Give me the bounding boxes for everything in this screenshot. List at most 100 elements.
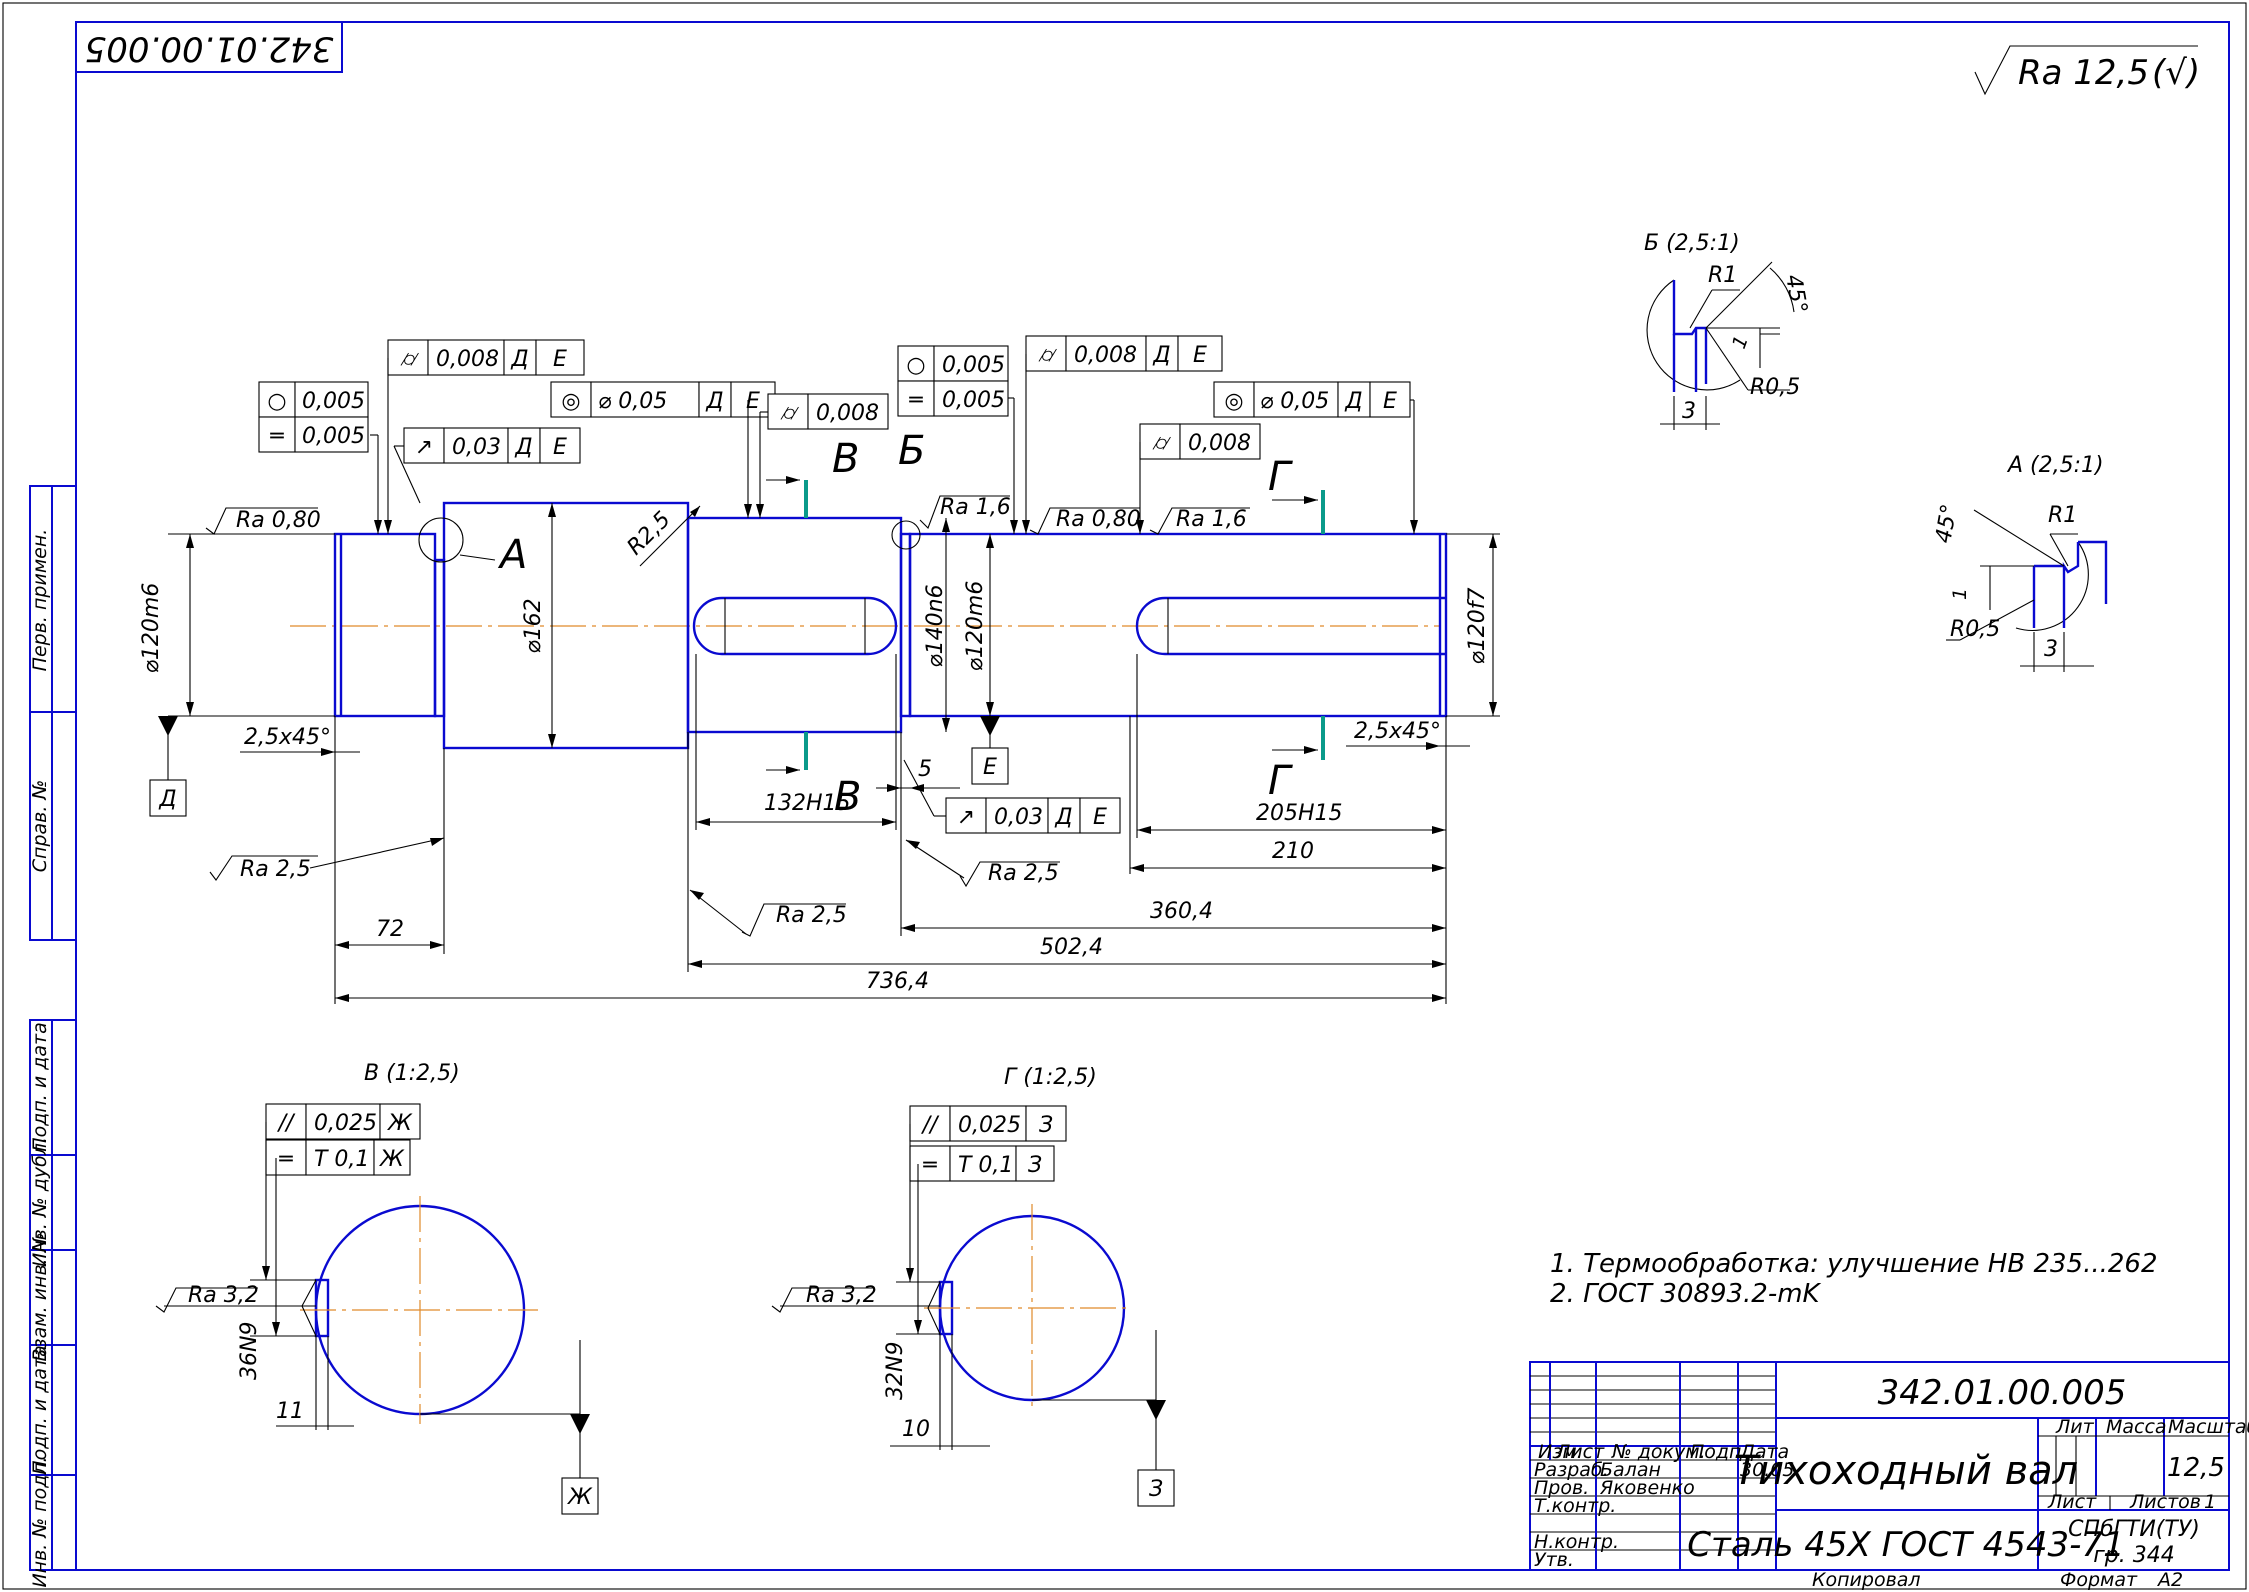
tol-t5-sym: ↗ xyxy=(415,435,433,460)
tol-t9-val: 0,008 xyxy=(1074,343,1137,368)
tol-t13-sym: // xyxy=(277,1111,296,1136)
dim-len-5024: 502,4 xyxy=(1040,935,1103,960)
side-label-inv-podl: Инв. № подл. xyxy=(29,1456,51,1587)
view-g-key: 32N9 xyxy=(883,1342,908,1400)
view-b-dim-1: 1 xyxy=(1728,333,1753,352)
section-view-g: Г (1:2,5) // 0,025 З ═ Т 0,1 З Ra 3,2 32… xyxy=(771,1065,1175,1507)
mirror-designation-text: 342.01.00.005 xyxy=(85,29,334,69)
tol-t16-val: Т 0,1 xyxy=(958,1153,1013,1178)
tol-t6-sym: ⌭ xyxy=(780,401,799,426)
tb-scale-label: Масштаб xyxy=(2168,1416,2249,1438)
roughness-r7: Ra 2,5 xyxy=(776,903,847,928)
section-v-label-top: В xyxy=(832,436,859,482)
detail-b-label: Б xyxy=(898,428,925,474)
datum-e: Е xyxy=(983,755,997,780)
dim-len-72: 72 xyxy=(376,917,404,942)
tol-t12-sym: ↗ xyxy=(957,805,975,830)
side-label-vzam: Взам. инв. № xyxy=(29,1232,51,1361)
tol-t5-ref1: Д xyxy=(514,435,532,460)
tb-razrab: Разраб. xyxy=(1534,1459,1609,1481)
title-block: Изм. Лист № докум. Подп. Дата Разраб. Пр… xyxy=(1529,1361,2249,1571)
tol-t11-sym: ⌭ xyxy=(1152,431,1171,456)
tol-t9-ref2: Е xyxy=(1193,343,1207,368)
tol-t5-ref2: Е xyxy=(553,435,567,460)
view-a-title: А (2,5:1) xyxy=(2006,453,2104,478)
section-view-v: В (1:2,5) // 0,025 Ж ═ Т 0,1 Ж Ra 3,2 36… xyxy=(155,1061,599,1515)
tol-t2-val: 0,005 xyxy=(302,424,365,449)
tb-prov-name: Яковенко xyxy=(1599,1477,1695,1499)
dim-chamfer-right: 2,5x45° xyxy=(1354,719,1441,744)
mirrored-designation: 342.01.00.005 xyxy=(85,29,334,69)
datums: Д Е xyxy=(149,716,1009,817)
tol-t3-ref1: Д xyxy=(510,347,528,372)
view-b-r1: R1 xyxy=(1708,263,1737,288)
dim-d-right: ⌀120f7 xyxy=(1465,588,1490,665)
side-label-inv-dubl: Инв. № дубл. xyxy=(29,1137,51,1267)
tol-t4-val: ⌀ 0,05 xyxy=(598,389,667,414)
tb-utv: Утв. xyxy=(1534,1549,1574,1571)
tb-razrab-date: 30.05 xyxy=(1740,1459,1794,1481)
technical-notes: 1. Термообработка: улучшение НВ 235...26… xyxy=(1550,1249,2158,1309)
tol-t13-ref: Ж xyxy=(386,1111,413,1136)
tb-group: гр. 344 xyxy=(2093,1543,2175,1568)
section-g-label-top: Г xyxy=(1268,454,1293,500)
tol-t1-sym: ○ xyxy=(267,389,286,414)
dim-d-collar: ⌀162 xyxy=(521,598,546,653)
format-label: Формат xyxy=(2060,1569,2138,1591)
tol-t10-sym: ◎ xyxy=(1224,389,1243,414)
tol-t5-val: 0,03 xyxy=(452,435,501,460)
tol-t3-val: 0,008 xyxy=(436,347,499,372)
format-value: A2 xyxy=(2156,1569,2183,1591)
dim-len-5: 5 xyxy=(918,757,932,782)
tol-t12-ref2: Е xyxy=(1093,805,1107,830)
general-roughness-suffix: (√) xyxy=(2152,53,2200,93)
tol-t2-sym: ═ xyxy=(269,424,284,449)
tol-t15-sym: // xyxy=(921,1113,940,1138)
roughness-symbols: Ra 0,80 Ra 2,5 Ra 1,6 Ra 0,80 Ra 1,6 Ra … xyxy=(205,495,1250,937)
dim-keyway-1: 132H15 xyxy=(764,791,851,816)
detail-view-a: А (2,5:1) 3 R1 R0,5 45° 1 xyxy=(1931,453,2108,672)
view-a-dim-3: 3 xyxy=(2044,637,2058,662)
tb-sheets: 1 xyxy=(2204,1491,2216,1513)
tol-t14-val: Т 0,1 xyxy=(314,1147,369,1172)
roughness-r1: Ra 0,80 xyxy=(236,508,321,533)
datum-z: З xyxy=(1149,1477,1163,1502)
tol-t15-ref: З xyxy=(1039,1113,1053,1138)
note-1: 1. Термообработка: улучшение НВ 235...26… xyxy=(1550,1249,2158,1279)
tol-t4-sym: ◎ xyxy=(561,389,580,414)
section-v-label-bottom: В xyxy=(834,774,861,820)
tb-lit-label: Лит xyxy=(2055,1416,2095,1438)
note-2: 2. ГОСТ 30893.2-mK xyxy=(1550,1279,1822,1309)
roughness-r6: Ra 2,5 xyxy=(988,861,1059,886)
view-v-key: 36N9 xyxy=(237,1322,262,1380)
view-v-title: В (1:2,5) xyxy=(364,1061,460,1086)
tol-t12-val: 0,03 xyxy=(994,805,1043,830)
view-b-title: Б (2,5:1) xyxy=(1644,231,1740,256)
tol-t11-val: 0,008 xyxy=(1188,431,1251,456)
general-roughness: Ra 12,5 (√) xyxy=(1974,45,2200,96)
tb-col-doc: № докум. xyxy=(1611,1441,1706,1463)
tb-scale: 12,5 xyxy=(2167,1453,2225,1483)
side-label-podp2: Подп. и дата xyxy=(29,1345,51,1474)
dim-chamfer-left: 2,5x45° xyxy=(244,725,331,750)
tb-material: Сталь 45Х ГОСТ 4543-71 xyxy=(1687,1525,2124,1565)
section-g-label-bottom: Г xyxy=(1268,758,1293,804)
tol-t10-val: ⌀ 0,05 xyxy=(1260,389,1329,414)
shaft-view xyxy=(290,501,1448,750)
tb-sheets-label: Листов xyxy=(2129,1491,2201,1513)
dim-fillet: R2,5 xyxy=(623,507,676,560)
tb-col-date: Дата xyxy=(1739,1441,1789,1463)
roughness-r8: Ra 3,2 xyxy=(188,1283,259,1308)
tol-t15-val: 0,025 xyxy=(958,1113,1021,1138)
side-labels: Перв. примен. Справ. № Подп. и дата Инв.… xyxy=(29,529,51,1588)
detail-a-label: А xyxy=(497,532,527,578)
tb-nkontr: Н.контр. xyxy=(1534,1531,1619,1553)
tolerance-frames: ○ 0,005 ═ 0,005 ⌭ 0,008 Д Е ◎ ⌀ 0,05 Д Е xyxy=(258,335,1418,834)
dim-len-7364: 736,4 xyxy=(866,969,929,994)
view-b-angle: 45° xyxy=(1780,273,1811,316)
tb-prov: Пров. xyxy=(1534,1477,1589,1499)
tol-t7-val: 0,005 xyxy=(942,353,1005,378)
dim-len-210: 210 xyxy=(1272,839,1314,864)
dim-d-mid: ⌀140n6 xyxy=(923,584,948,667)
tol-t3-ref2: Е xyxy=(553,347,567,372)
